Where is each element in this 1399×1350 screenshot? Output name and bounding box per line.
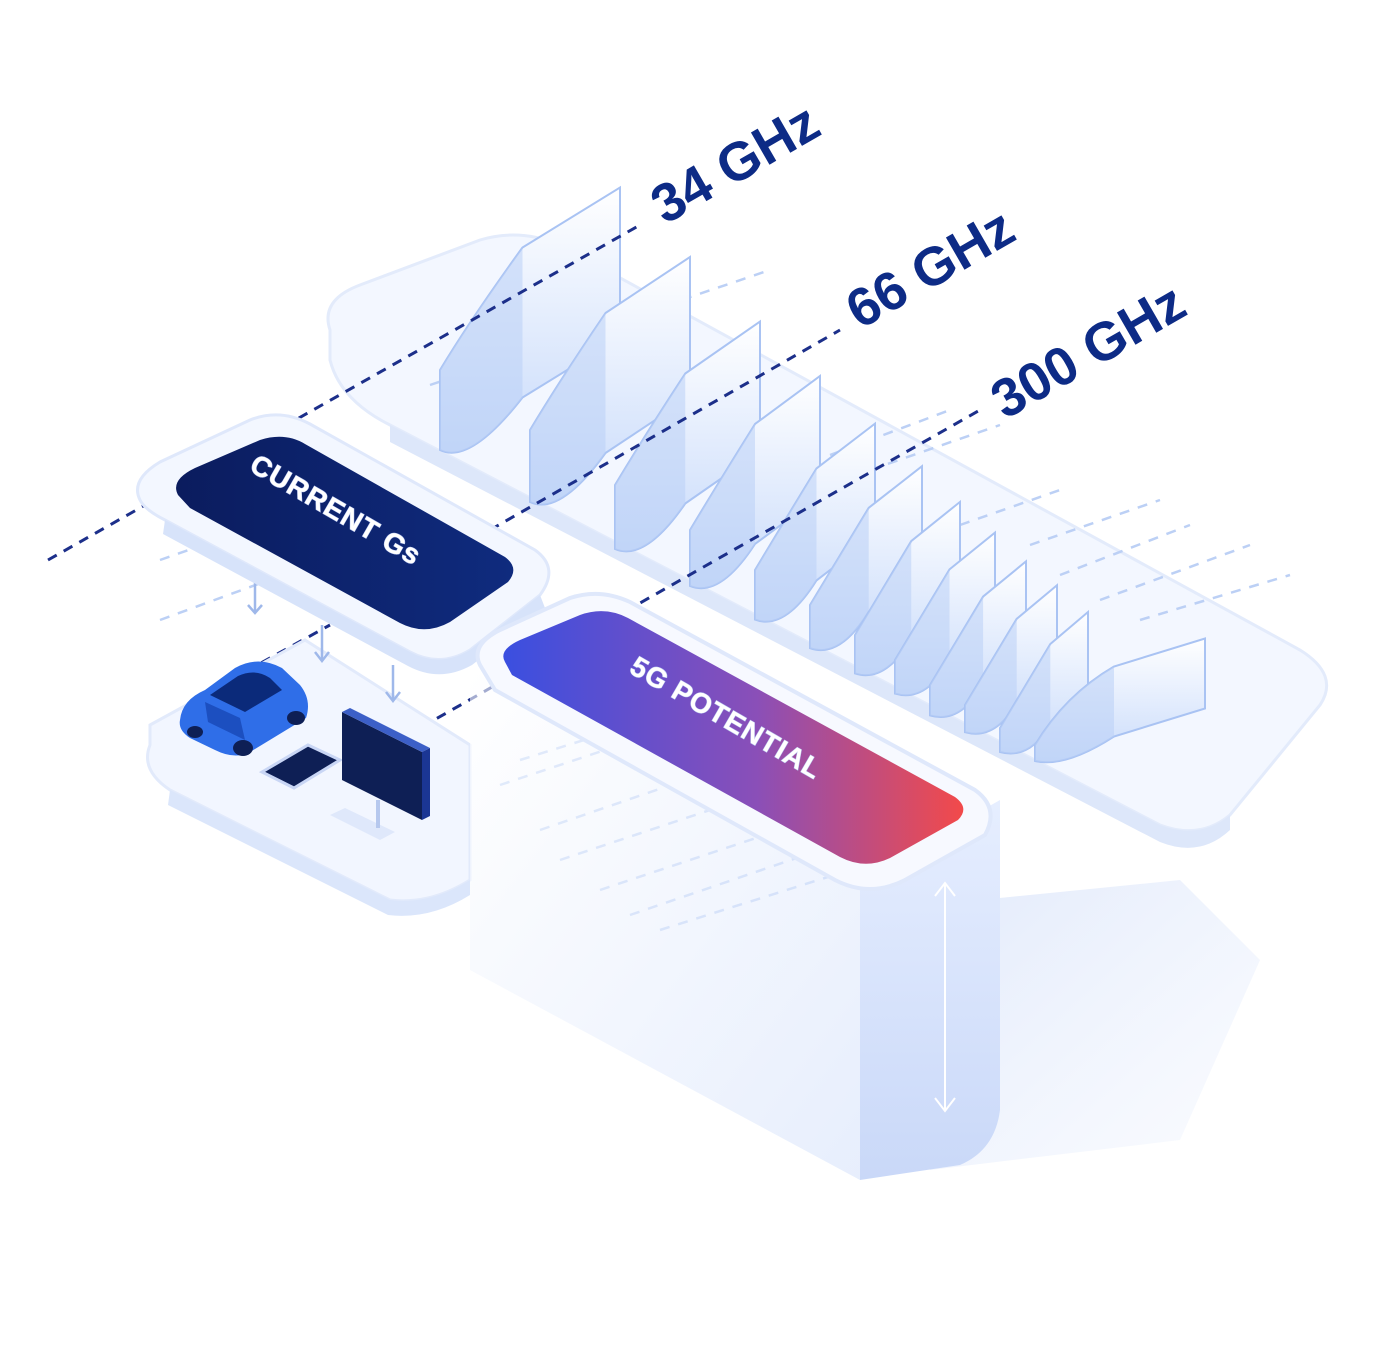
frequency-waves <box>439 185 1206 764</box>
wave-shadow <box>895 569 950 696</box>
frequency-label-66: 66 GHz <box>836 197 1025 341</box>
wave-shadow <box>1000 644 1051 754</box>
current-gs-panel: CURRENT Gs <box>136 413 551 675</box>
tablet-icon <box>258 743 344 790</box>
monitor-icon <box>330 708 430 840</box>
wave-shadow <box>965 618 1017 734</box>
wave-shadow <box>930 596 984 717</box>
frequency-label-34: 34 GHz <box>641 92 830 236</box>
wave-shadow <box>440 247 523 453</box>
down-arrows <box>247 580 401 704</box>
wave-shadow <box>855 541 912 676</box>
pillar-shadow <box>930 880 1260 1170</box>
wave-shadow <box>755 468 817 622</box>
wave-shadow <box>530 313 606 505</box>
5g-potential-pillar: 5G POTENTIAL <box>470 591 1000 1180</box>
wave-shadow <box>615 373 686 552</box>
wave-shadow <box>810 507 869 651</box>
height-arrow <box>934 881 956 1113</box>
wave-shadow <box>1035 666 1114 763</box>
frequency-line-66 <box>489 328 841 532</box>
car-icon <box>179 661 308 756</box>
frequency-label-300: 300 GHz <box>981 272 1196 431</box>
